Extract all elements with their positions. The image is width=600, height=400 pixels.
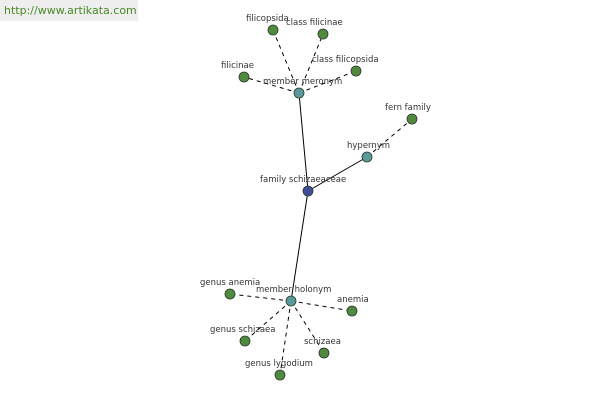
node-holonym[interactable]	[285, 295, 297, 307]
node-class-filicinae[interactable]	[317, 28, 329, 40]
edge-family-holonym	[290, 190, 309, 302]
label-genus-schizaea: genus schizaea	[210, 325, 276, 335]
label-filicopsida: filicopsida	[246, 14, 289, 24]
label-class-filicinae: class filicinae	[286, 18, 343, 28]
node-filicopsida[interactable]	[267, 24, 279, 36]
edge-meronym-class_filicopsida	[298, 70, 357, 94]
edge-hypernym-fern_family	[366, 118, 413, 158]
node-genus-schizaea[interactable]	[239, 335, 251, 347]
labels-layer: family schizaeaceae member meronym hyperny…	[200, 14, 431, 369]
nodes-layer	[224, 24, 418, 381]
node-schizaea[interactable]	[318, 347, 330, 359]
node-family[interactable]	[302, 185, 314, 197]
label-genus-anemia: genus anemia	[200, 278, 260, 288]
edge-holonym-schizaea	[290, 300, 325, 354]
node-anemia[interactable]	[346, 305, 358, 317]
edge-family-meronym	[298, 92, 309, 192]
edge-holonym-genus_anemia	[229, 293, 292, 302]
label-filicinae: filicinae	[221, 61, 254, 71]
node-fern-family[interactable]	[406, 113, 418, 125]
label-hypernym: hypernym	[347, 141, 390, 151]
node-filicinae[interactable]	[238, 71, 250, 83]
edge-holonym-anemia	[290, 300, 353, 312]
edge-meronym-filicinae	[243, 76, 300, 94]
node-meronym[interactable]	[293, 87, 305, 99]
edge-meronym-filicopsida	[272, 29, 300, 94]
label-fern-family: fern family	[385, 103, 431, 113]
edges-layer	[229, 29, 413, 376]
label-schizaea: schizaea	[304, 337, 341, 347]
label-holonym: member holonym	[256, 285, 331, 295]
label-class-filicopsida: class filicopsida	[312, 55, 379, 65]
edge-family-hypernym	[307, 156, 368, 192]
label-anemia: anemia	[337, 295, 369, 305]
label-family: family schizaeaceae	[260, 175, 346, 185]
label-meronym: member meronym	[263, 77, 342, 87]
node-genus-anemia[interactable]	[224, 288, 236, 300]
node-hypernym[interactable]	[361, 151, 373, 163]
edge-holonym-genus_schizaea	[244, 300, 292, 342]
watermark-url: http://www.artikata.com	[0, 0, 138, 21]
node-class-filicopsida[interactable]	[350, 65, 362, 77]
label-genus-lygodium: genus lygodium	[245, 359, 313, 369]
node-genus-lygodium[interactable]	[274, 369, 286, 381]
edge-meronym-class_filicinae	[298, 33, 324, 94]
